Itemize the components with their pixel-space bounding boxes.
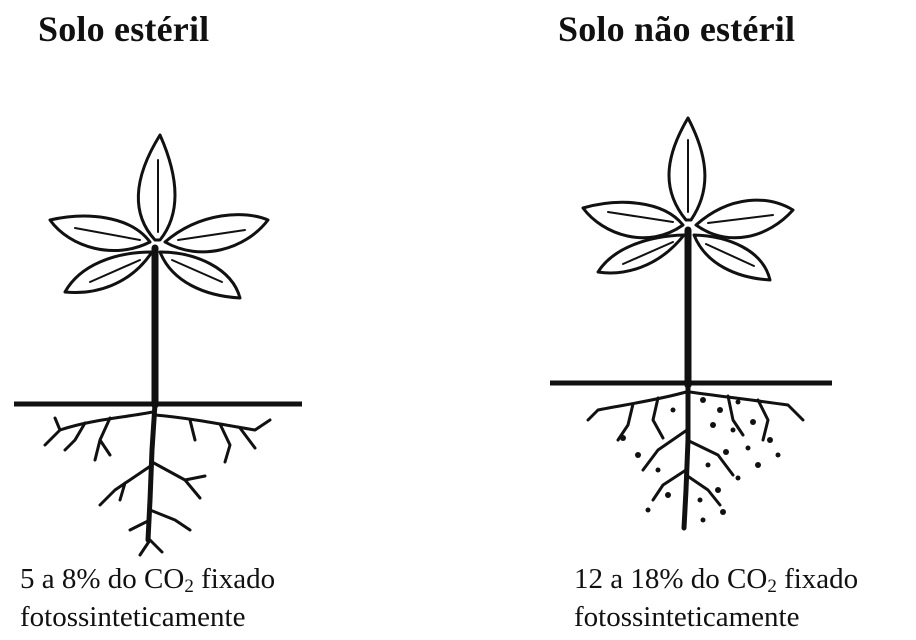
top-leaf — [136, 133, 177, 242]
plant-illustration-sterile — [14, 133, 302, 557]
upper-left-leaf — [48, 214, 152, 252]
top-leaf — [667, 116, 707, 222]
panel-sterile-soil: Solo estéril — [14, 9, 302, 636]
plant-illustration-non-sterile — [550, 116, 832, 531]
caption-prefix: 12 a 18% do CO — [574, 563, 768, 595]
panel-title: Solo não estéril — [558, 9, 796, 49]
caption-subscript: 2 — [184, 576, 194, 597]
panel-non-sterile-soil: Solo não estéril — [458, 0, 916, 640]
upper-left-leaf — [581, 200, 685, 240]
lower-left-leaf — [596, 233, 686, 275]
upper-right-leaf — [694, 198, 795, 240]
caption-sterile: 5 a 8% do CO2 fixado fotossinteticamente — [20, 560, 275, 636]
caption-non-sterile: 12 a 18% do CO2 fixado fotossinteticamen… — [574, 560, 858, 636]
lower-left-leaf — [63, 250, 154, 294]
caption-subscript: 2 — [767, 576, 777, 597]
caption-line2: fotossinteticamente — [20, 601, 246, 633]
panel-title: Solo estéril — [38, 9, 210, 49]
lower-right-leaf — [158, 250, 242, 300]
upper-right-leaf — [163, 213, 270, 254]
caption-suffix: fixado — [193, 563, 276, 595]
lower-right-leaf — [692, 233, 772, 282]
caption-prefix: 5 a 8% do CO — [20, 563, 185, 595]
caption-suffix: fixado — [776, 563, 859, 595]
soil-microbes — [620, 397, 781, 523]
roots — [586, 382, 805, 531]
roots — [43, 401, 272, 557]
caption-line2: fotossinteticamente — [574, 601, 800, 633]
